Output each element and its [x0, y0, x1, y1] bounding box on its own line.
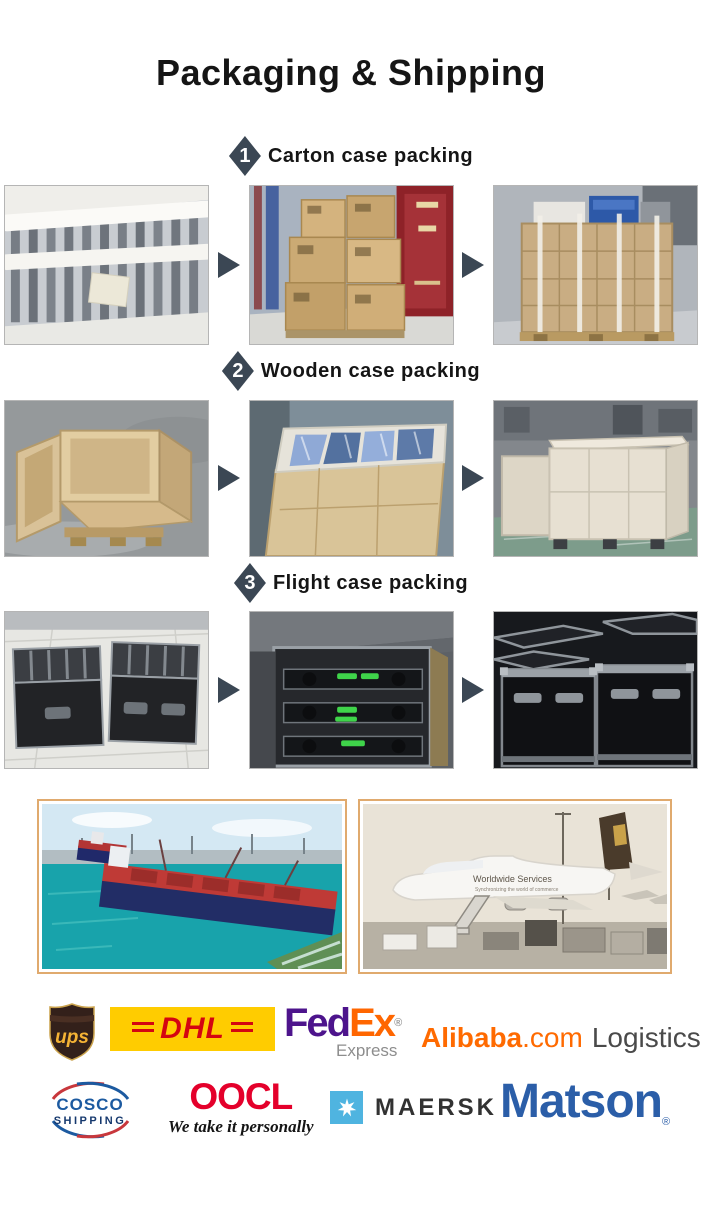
step-1-number: 1	[239, 144, 251, 167]
matson-logo: Matson ®	[500, 1075, 671, 1129]
dhl-stripes-right	[230, 1022, 253, 1036]
step-3-number: 3	[244, 571, 256, 594]
photo-flight-case-loaded	[249, 611, 454, 769]
step-header-carton: 1 Carton case packing	[0, 135, 702, 177]
step-3-diamond-icon: 3	[233, 563, 266, 603]
fedex-express-label: Express	[336, 1041, 398, 1060]
ups-logo: ups	[48, 1003, 96, 1061]
photo-wooden-crate-filled	[249, 400, 454, 557]
maersk-logo: MAERSK	[330, 1091, 497, 1124]
photo-flight-cases-finished	[493, 611, 698, 769]
matson-wordmark: Matson	[500, 1075, 663, 1128]
arrow-right-icon	[218, 677, 240, 703]
photo-carton-stack	[249, 185, 454, 345]
arrow-right-icon	[462, 465, 484, 491]
arrow-right-icon	[218, 465, 240, 491]
svg-text:COSCO: COSCO	[56, 1095, 123, 1114]
alibaba-brand: Alibaba	[421, 1022, 523, 1053]
step-header-wooden: 2 Wooden case packing	[0, 350, 702, 392]
photo-carton-pallet-strapped	[493, 185, 698, 345]
step-2-label: Wooden case packing	[260, 359, 481, 382]
dhl-stripes-left	[132, 1022, 155, 1036]
alibaba-logistics-logo: Alibaba.com Logistics	[421, 1022, 701, 1054]
oocl-logo: OOCL We take it personally	[168, 1076, 314, 1137]
cosco-shipping-logo: COSCO SHIPPING	[46, 1079, 134, 1141]
matson-reg-mark: ®	[662, 1116, 671, 1128]
oocl-wordmark: OOCL	[189, 1076, 293, 1117]
arrow-right-icon	[462, 252, 484, 278]
svg-text:ups: ups	[55, 1027, 89, 1048]
alibaba-dotcom: .com	[522, 1022, 583, 1053]
page-title: Packaging & Shipping	[155, 52, 547, 93]
plane-photo: Worldwide Services Synchronizing the wor…	[358, 799, 672, 974]
dhl-wordmark: DHL	[160, 1012, 225, 1045]
svg-text:Synchronizing the world of com: Synchronizing the world of commerce	[475, 887, 559, 893]
arrow-right-icon	[462, 677, 484, 703]
photo-wooden-open-crate	[4, 400, 209, 557]
svg-text:Worldwide Services: Worldwide Services	[473, 874, 552, 884]
fedex-wordmark: FedEx®	[284, 1001, 403, 1045]
step-header-flight: 3 Flight case packing	[0, 562, 702, 604]
step-1-label: Carton case packing	[267, 144, 474, 167]
step-3-label: Flight case packing	[272, 571, 469, 594]
photo-wooden-crates-stacked	[493, 400, 698, 557]
maersk-wordmark: MAERSK	[375, 1093, 498, 1121]
photo-carton-foam-trays	[4, 185, 209, 345]
oocl-tagline: We take it personally	[168, 1117, 314, 1136]
step-2-diamond-icon: 2	[221, 351, 254, 391]
fedex-logo: FedEx® Express	[284, 1001, 403, 1060]
photo-flight-cases-open	[4, 611, 209, 769]
dhl-logo: DHL	[110, 1007, 275, 1051]
step-2-number: 2	[232, 359, 244, 382]
arrow-right-icon	[218, 252, 240, 278]
maersk-star-icon	[330, 1091, 363, 1124]
svg-text:SHIPPING: SHIPPING	[54, 1115, 127, 1127]
step-1-diamond-icon: 1	[228, 136, 261, 176]
alibaba-logistics-label: Logistics	[591, 1022, 701, 1053]
ship-photo	[37, 799, 347, 974]
